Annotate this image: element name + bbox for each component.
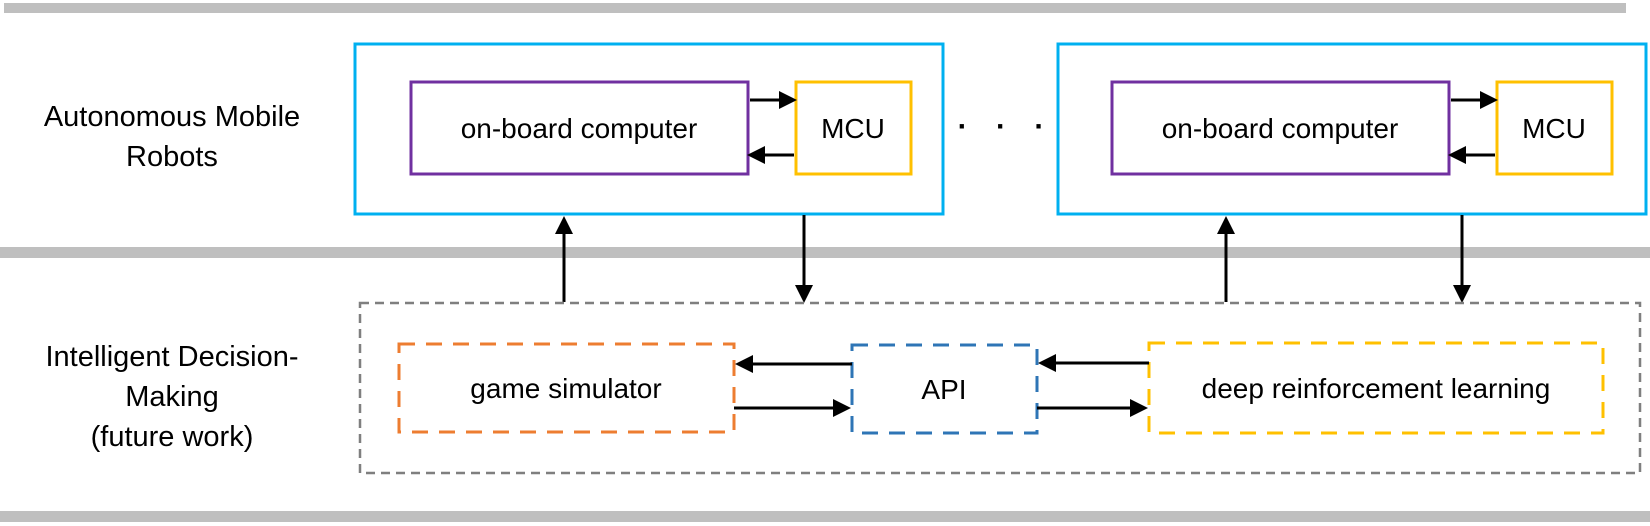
robot-1-mcu-box xyxy=(794,80,913,176)
deep-reinforcement-learning-box xyxy=(1147,341,1605,435)
decision-making-container-box xyxy=(358,301,1642,475)
more-robots-ellipsis: · · · xyxy=(958,110,1055,143)
robot-1-mcu-label: MCU xyxy=(821,113,885,144)
api-to-simulator-arrowhead-icon xyxy=(735,355,753,373)
robots-section-label-line2: Robots xyxy=(126,141,218,173)
robot-1-onboard-computer-box xyxy=(409,80,750,176)
robot-2-mcu-box xyxy=(1495,80,1614,176)
robot-2-mcu-to-computer-arrowhead-icon xyxy=(1448,146,1466,164)
bottom-divider-bar xyxy=(0,511,1650,522)
robots-section-label-line1: Autonomous Mobile xyxy=(44,101,300,133)
game-simulator-box xyxy=(397,342,736,434)
robot-1-onboard-computer-label: on-board computer xyxy=(461,113,698,144)
robot-2-mcu-label: MCU xyxy=(1522,113,1586,144)
robot-1-to-decision-arrowhead-icon xyxy=(795,285,813,303)
robot-1-mcu-to-computer-arrowhead-icon xyxy=(747,146,765,164)
middle-divider-bar xyxy=(0,247,1650,258)
decision-section-label-line1: Intelligent Decision- xyxy=(45,341,298,373)
game-simulator-label: game simulator xyxy=(470,373,661,404)
api-to-drl-arrowhead-icon xyxy=(1130,399,1148,417)
api-box xyxy=(850,343,1039,435)
simulator-to-api-arrowhead-icon xyxy=(833,399,851,417)
decision-to-robot-2-arrowhead-icon xyxy=(1217,216,1235,234)
decision-section-label-line3: (future work) xyxy=(91,421,254,453)
top-divider-bar xyxy=(4,3,1626,13)
robot-2-to-decision-arrowhead-icon xyxy=(1453,285,1471,303)
decision-section-label-line2: Making xyxy=(125,381,219,413)
robot-2-onboard-computer-box xyxy=(1110,80,1451,176)
decision-to-robot-1-arrowhead-icon xyxy=(555,216,573,234)
api-label: API xyxy=(921,374,966,405)
robot-2-onboard-computer-label: on-board computer xyxy=(1162,113,1399,144)
robot-1-computer-to-mcu-arrowhead-icon xyxy=(779,91,797,109)
robot-2-computer-to-mcu-arrowhead-icon xyxy=(1480,91,1498,109)
deep-reinforcement-learning-label: deep reinforcement learning xyxy=(1202,373,1551,404)
drl-to-api-arrowhead-icon xyxy=(1038,354,1056,372)
